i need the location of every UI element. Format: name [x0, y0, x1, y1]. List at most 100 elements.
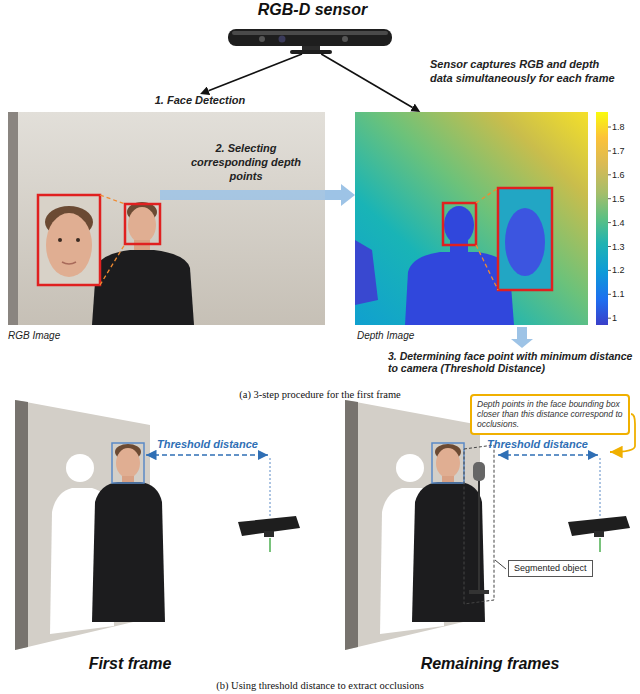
leader-line: [495, 560, 506, 569]
inset-box: [38, 195, 100, 285]
sensor-body: [238, 516, 300, 536]
sensor-body: [228, 29, 392, 46]
distance-label: Threshold distance: [480, 438, 595, 451]
subcaption: (a) 3-step procedure for the first frame: [0, 389, 640, 402]
face-box: [125, 204, 160, 244]
axis-line: [599, 538, 601, 552]
sensor-gloss: [232, 31, 388, 35]
sensor-node: RGB-D sensor: [225, 0, 400, 54]
step-arrow: [517, 327, 527, 339]
sensor-lens: [279, 36, 286, 43]
remaining-frames-scene: [345, 400, 635, 650]
guide-line: [270, 458, 271, 518]
zoom-line: [100, 195, 125, 204]
rgb-image: [8, 112, 325, 325]
note-box: Depth points in the face bounding box cl…: [470, 394, 630, 435]
face-box: [432, 443, 464, 483]
subcaption: (b) Using threshold distance to extract …: [0, 680, 640, 693]
colorbar-tick: 1.7: [612, 146, 636, 156]
mic-stand: [478, 480, 480, 592]
colorbar-tick: 1.5: [612, 194, 636, 204]
note-text: Sensor captures RGB and depth data simul…: [430, 58, 615, 86]
depth-image-panel: Depth Image: [355, 112, 588, 325]
connector-arrow: [321, 54, 412, 107]
door-frame: [8, 112, 18, 325]
threshold-arrow: [498, 454, 598, 456]
connector-arrow: [325, 190, 341, 200]
silhouette-cutout: [66, 454, 94, 482]
face: [436, 448, 460, 478]
colorbar-tick: 1.1: [612, 289, 636, 299]
frame-caption: Remaining frames: [400, 654, 580, 673]
face: [46, 213, 92, 277]
depth-image: [355, 112, 611, 348]
kinect-sensor: [228, 29, 392, 54]
colorbar-tick: 1.6: [612, 170, 636, 180]
mouth: [62, 262, 76, 264]
colorbar-tick: 1: [612, 313, 636, 323]
sensor-lens: [342, 36, 348, 42]
image-caption: Depth Image: [357, 330, 477, 342]
microphone: [473, 462, 485, 481]
eye: [58, 238, 62, 242]
step-text: 3. Determining face point with minimum d…: [388, 350, 636, 374]
distance-label: Threshold distance: [150, 438, 265, 451]
t-shirt: [92, 482, 165, 622]
depth-near-region: [355, 240, 378, 305]
depth-background: [355, 112, 588, 325]
sensor-title: RGB-D sensor: [225, 0, 400, 19]
neck-silhouette: [450, 240, 468, 254]
zoom-line: [476, 188, 498, 203]
box-text: Segmented object: [514, 563, 587, 574]
scene-panel: Remaining framesDepth points in the face…: [340, 392, 636, 650]
colorbar-tick: 1.8: [612, 122, 636, 132]
box-text: Depth points in the face bounding box cl…: [477, 399, 623, 430]
colorbar-tick: 1.2: [612, 265, 636, 275]
rgb-image-panel: 1. Face DetectionRGB Image: [8, 94, 325, 325]
colorbar-tick: 1.4: [612, 218, 636, 228]
sensor-base: [594, 531, 604, 537]
head-silhouette: [444, 206, 474, 244]
sensor-base: [264, 531, 274, 537]
arrow-shaft: [160, 190, 325, 200]
axis-line: [269, 538, 271, 552]
connector-arrow: [208, 54, 302, 91]
colorbar: [596, 112, 608, 325]
wall-edge: [15, 400, 28, 650]
sensor-lens: [259, 36, 265, 42]
face: [128, 207, 156, 243]
sensor-base: [290, 50, 332, 54]
step-arrowhead: [511, 339, 533, 348]
step-heading: 1. Face Detection: [150, 94, 250, 108]
segment-box: [464, 445, 494, 604]
t-shirt: [412, 482, 485, 622]
face-box: [443, 203, 476, 245]
depth-inset: [498, 188, 552, 290]
silhouette-cutout: [396, 454, 424, 482]
face-inset: [38, 195, 100, 285]
head-silhouette: [505, 208, 545, 276]
colorbar-ticks: [608, 127, 611, 318]
colorbar-tick: 1.3: [612, 242, 636, 252]
edge-label: 2. Selecting corresponding depth points: [190, 142, 302, 183]
eye: [76, 238, 80, 242]
inset-box: [498, 188, 552, 290]
first-frame-scene: [15, 400, 300, 650]
zoom-line: [100, 244, 125, 285]
label-box: Segmented object: [508, 560, 593, 577]
threshold-arrow: [146, 454, 268, 456]
face-box: [112, 443, 144, 483]
t-shirt: [92, 250, 194, 325]
sensor-body: [568, 516, 630, 536]
frame-caption: First frame: [30, 654, 230, 673]
mic-base: [469, 590, 489, 594]
face: [116, 448, 140, 478]
zoom-line: [476, 245, 498, 290]
guide-line: [600, 458, 601, 518]
image-caption: RGB Image: [8, 330, 128, 342]
wall: [8, 112, 325, 325]
wall-edge: [345, 400, 358, 650]
